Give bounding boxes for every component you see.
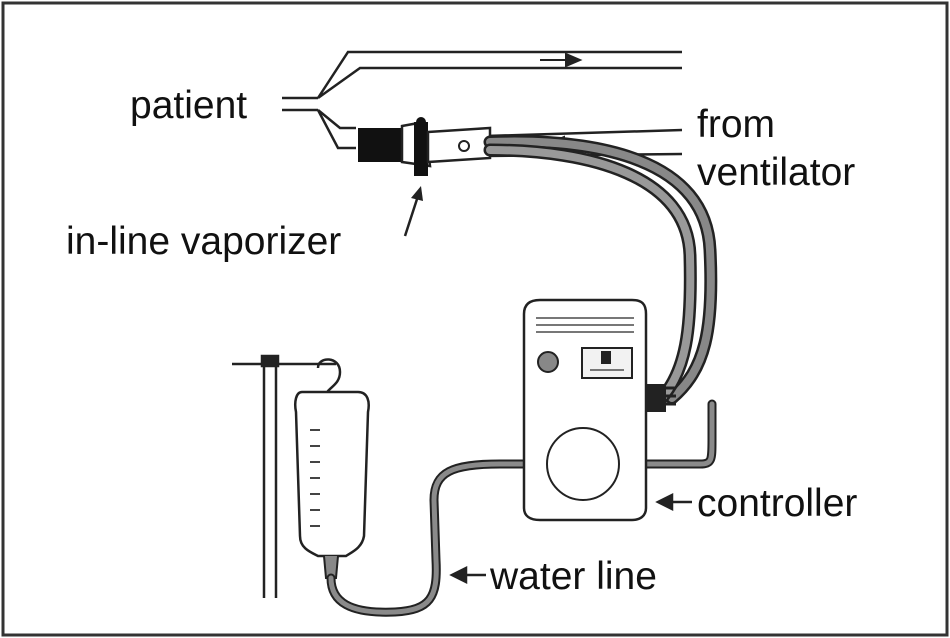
inspiratory-limb-upper: [317, 109, 356, 130]
patient-connector: [282, 96, 318, 112]
vaporizer-knob: [416, 117, 426, 127]
vaporizer-collar: [414, 122, 428, 176]
patient-label: patient: [130, 84, 248, 127]
water-bag-graduations: [310, 429, 320, 527]
controller-label: controller: [697, 482, 858, 525]
controller-unit: [522, 298, 676, 522]
vaporizer-device: [358, 117, 492, 237]
power-button-icon: [537, 351, 559, 373]
in-line-vaporizer-label: in-line vaporizer: [66, 220, 342, 263]
pointer-arrows: [449, 492, 692, 585]
cable-connector: [646, 384, 666, 412]
controller-dial: [546, 427, 620, 501]
water-bag-body: [294, 390, 370, 558]
inspiratory-limb-lower: [316, 109, 356, 150]
from-ventilator-label-line1: from: [697, 103, 775, 146]
expiratory-limb: [316, 50, 682, 100]
vaporizer-black-block: [358, 128, 402, 162]
controller-vent-grille: [536, 317, 634, 333]
water-line-tube: [326, 399, 717, 617]
water-line-label: water line: [490, 555, 657, 598]
vaporizer-port: [458, 140, 470, 152]
vaporizer-arrow: [403, 195, 420, 237]
iv-pole: [232, 354, 342, 598]
controller-cables: [483, 135, 718, 407]
from-ventilator-label-line2: ventilator: [697, 151, 856, 194]
water-bag: [294, 390, 370, 579]
